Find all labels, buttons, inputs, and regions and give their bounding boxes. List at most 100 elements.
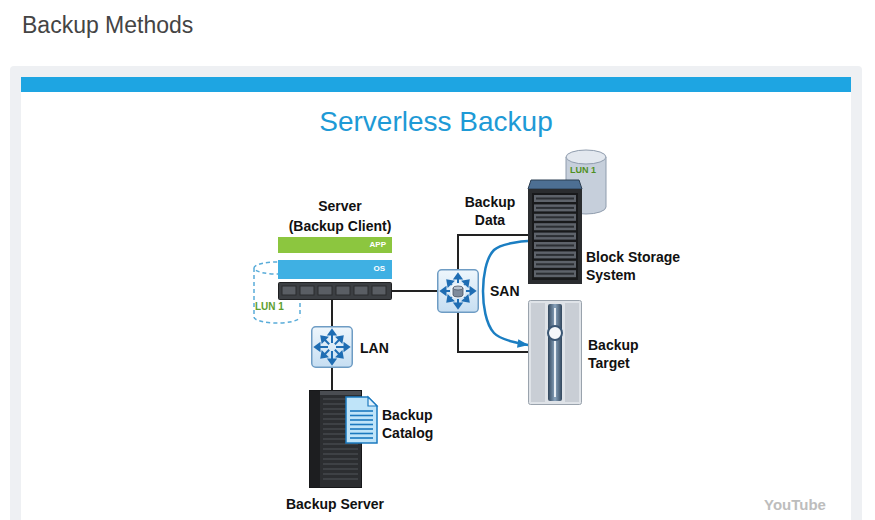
tape-panel bbox=[565, 303, 579, 402]
switch-arrow bbox=[455, 299, 461, 308]
drive-bay bbox=[300, 286, 314, 295]
disk-handle bbox=[536, 235, 574, 237]
switch-label: LAN bbox=[360, 339, 389, 357]
tower-grill bbox=[323, 458, 358, 460]
san-switch: SAN bbox=[437, 269, 527, 313]
drive-bay bbox=[354, 286, 368, 295]
block-storage: Block Storage System bbox=[528, 180, 693, 284]
server-label: Server (Backup Client) bbox=[243, 196, 437, 236]
text-line: Block Storage bbox=[586, 248, 680, 266]
fc-link bbox=[392, 290, 437, 292]
disk-slot bbox=[534, 214, 576, 221]
data-flow-arrow bbox=[483, 241, 528, 345]
lun-label: LUN 1 bbox=[570, 165, 596, 176]
tape-slot bbox=[548, 304, 562, 401]
tape-panel bbox=[531, 303, 545, 402]
disk-handle bbox=[536, 216, 574, 218]
disk-slot bbox=[534, 233, 576, 240]
disk-handle bbox=[536, 245, 574, 247]
disk-handle bbox=[536, 207, 574, 209]
disk-handle bbox=[536, 263, 574, 265]
server-name: Backup Server bbox=[285, 495, 385, 513]
text-line: Server bbox=[243, 196, 437, 216]
text-line: (Backup Client) bbox=[243, 216, 437, 236]
drive-bay bbox=[318, 286, 332, 295]
disk-slot bbox=[534, 270, 576, 277]
document-line bbox=[350, 415, 373, 417]
switch-icon bbox=[311, 326, 353, 368]
tower-grill bbox=[323, 448, 358, 450]
switch-arrow bbox=[329, 351, 335, 364]
switch-arrow bbox=[335, 336, 343, 344]
text-line: System bbox=[586, 266, 680, 284]
lun-label: LUN 1 bbox=[255, 301, 284, 313]
tape-library bbox=[528, 300, 582, 405]
layer-label: OS bbox=[373, 264, 385, 274]
tower-grill bbox=[323, 453, 358, 455]
text-line: Data bbox=[460, 211, 520, 229]
content-panel bbox=[10, 66, 862, 520]
text-line: Catalog bbox=[382, 424, 433, 442]
disk-handle bbox=[536, 273, 574, 275]
server-box: Server (Backup Client)APPOS bbox=[278, 196, 392, 300]
slide bbox=[21, 77, 851, 520]
storage-rack bbox=[528, 180, 582, 284]
switch-arrow bbox=[335, 350, 343, 358]
backup-catalog: Backup Catalog bbox=[345, 396, 465, 446]
document-page bbox=[346, 397, 377, 443]
drive-bay bbox=[282, 286, 296, 295]
lan-link bbox=[331, 368, 333, 390]
catalog-label: Backup Catalog bbox=[382, 406, 433, 442]
cylinder-top bbox=[566, 150, 606, 164]
lan-link bbox=[331, 300, 333, 326]
disk-slot bbox=[534, 242, 576, 249]
tape-frame bbox=[529, 301, 582, 405]
switch-arrow bbox=[455, 274, 461, 283]
switch-arrow bbox=[329, 330, 335, 343]
switch-body bbox=[312, 327, 353, 368]
tower-grill bbox=[323, 473, 358, 475]
rack-body bbox=[528, 189, 582, 284]
tower-grill bbox=[323, 478, 358, 480]
disk-handle bbox=[536, 226, 574, 228]
tower-grill bbox=[323, 468, 358, 470]
os-layer: OS bbox=[278, 260, 392, 279]
text-line: Backup bbox=[460, 193, 520, 211]
disk-slot bbox=[534, 195, 576, 202]
switch-arrow bbox=[441, 288, 450, 294]
app-layer: APP bbox=[278, 237, 392, 253]
backup-server: Backup ServerBackup Catalog bbox=[285, 390, 385, 514]
drive-bay bbox=[336, 286, 350, 295]
tape-reel bbox=[548, 326, 562, 340]
disk-slot bbox=[534, 223, 576, 230]
page-heading: Backup Methods bbox=[22, 11, 193, 39]
switch-arrow bbox=[315, 344, 328, 350]
switch-arrow bbox=[321, 350, 329, 358]
drive-bay bbox=[372, 286, 386, 295]
document-icon bbox=[345, 396, 378, 444]
disk-handle bbox=[536, 198, 574, 200]
disk-slot bbox=[534, 261, 576, 268]
disk-slot bbox=[534, 204, 576, 211]
rack-cap bbox=[528, 180, 582, 189]
target-label: Backup Target bbox=[588, 336, 639, 372]
tower-top bbox=[320, 391, 361, 395]
switch-label: SAN bbox=[490, 282, 520, 300]
document-line bbox=[350, 428, 373, 430]
switch-icon bbox=[437, 269, 479, 313]
db-ground bbox=[451, 284, 465, 298]
backup-target: Backup Target bbox=[528, 300, 693, 405]
disk-slot bbox=[534, 251, 576, 258]
document-line bbox=[350, 410, 373, 412]
document-line bbox=[350, 424, 373, 426]
storage-label: Block Storage System bbox=[586, 248, 680, 284]
tape-rail bbox=[554, 308, 556, 397]
text-line: Backup bbox=[382, 406, 433, 424]
lan-switch: LAN bbox=[311, 326, 393, 368]
document-line bbox=[350, 437, 373, 439]
switch-arrow bbox=[466, 288, 475, 294]
tower-side bbox=[310, 391, 320, 487]
